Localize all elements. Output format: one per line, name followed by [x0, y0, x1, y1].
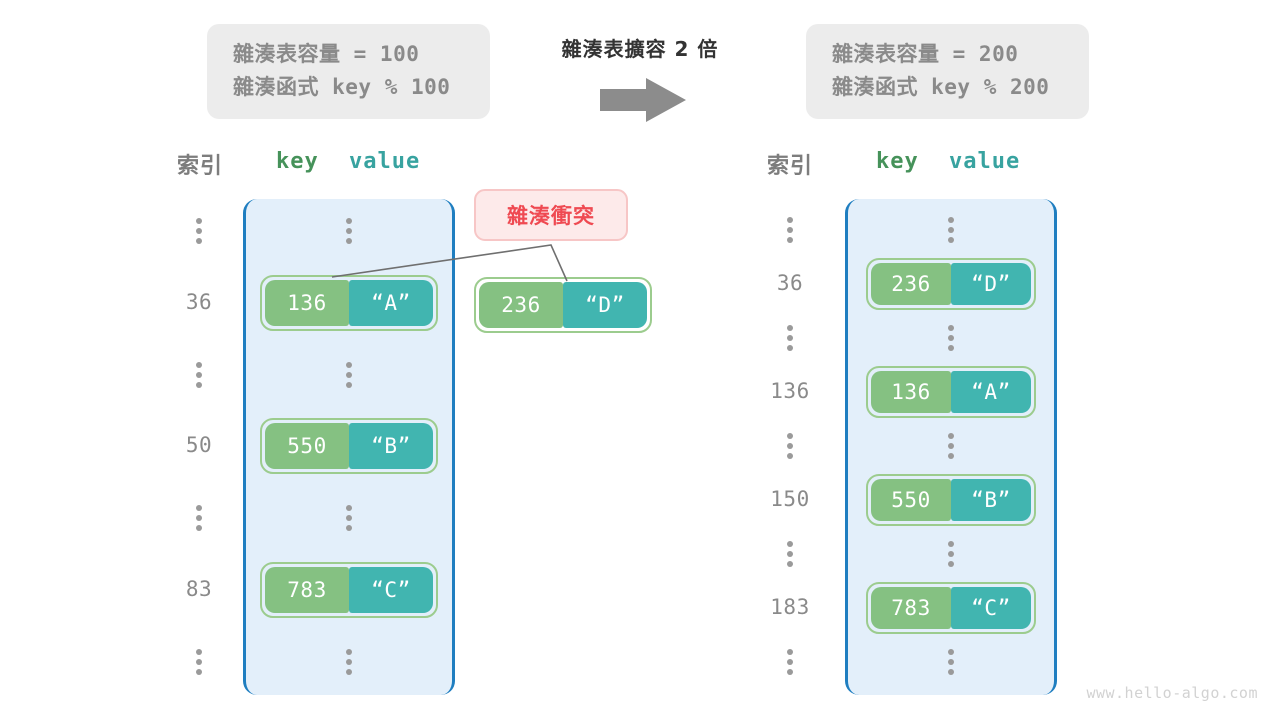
index-label: 136: [770, 379, 810, 403]
bucket-entry-value: “B”: [349, 423, 433, 470]
bucket-ellipsis: [948, 649, 954, 675]
index-ellipsis: [787, 649, 793, 675]
bucket-entry-key: 550: [871, 479, 951, 521]
index-label: 36: [185, 289, 213, 314]
bucket-entry-value: “C”: [349, 567, 433, 613]
index-label: 150: [770, 487, 810, 511]
index-ellipsis: [787, 325, 793, 351]
arrow-right-icon: [600, 78, 686, 122]
overflow-entry-value: “D”: [563, 282, 647, 328]
right-header-value: value: [949, 149, 1021, 174]
before-state-panel: 雜湊表容量 = 100 雜湊函式 key % 100: [207, 24, 490, 120]
before-hash-function-line: 雜湊函式 key % 100: [233, 74, 451, 99]
bucket-entry-pair: 783“C”: [866, 582, 1036, 634]
resize-caption: 雜湊表擴容 2 倍: [561, 37, 719, 61]
index-ellipsis: [196, 218, 202, 244]
left-header-index: 索引: [176, 154, 223, 179]
bucket-entry-pair: 236“D”: [866, 258, 1036, 310]
bucket-ellipsis: [346, 218, 352, 244]
bucket-ellipsis: [346, 361, 352, 388]
bucket-ellipsis: [948, 433, 954, 459]
overflow-entry-key: 236: [479, 282, 563, 328]
bucket-entry-key: 236: [871, 263, 951, 305]
after-hash-function-line: 雜湊函式 key % 200: [832, 74, 1050, 99]
bucket-ellipsis: [948, 541, 954, 567]
bucket-entry-pair: 783“C”: [260, 562, 438, 618]
left-header-key: key: [276, 149, 319, 174]
bucket-ellipsis: [346, 505, 352, 532]
bucket-entry-value: “A”: [951, 371, 1031, 413]
bucket-entry-pair: 550“B”: [866, 474, 1036, 526]
index-label: 36: [776, 271, 804, 295]
bucket-entry-key: 550: [265, 423, 349, 470]
after-state-panel: 雜湊表容量 = 200 雜湊函式 key % 200: [806, 24, 1089, 120]
index-ellipsis: [787, 433, 793, 459]
bucket-entry-key: 136: [871, 371, 951, 413]
overflow-entry-pair: 236 “D”: [474, 277, 652, 333]
watermark: www.hello-algo.com: [1086, 684, 1258, 702]
bucket-entry-value: “D”: [951, 263, 1031, 305]
bucket-entry-value: “C”: [951, 587, 1031, 629]
bucket-entry-value: “A”: [349, 279, 433, 326]
after-capacity-line: 雜湊表容量 = 200: [832, 42, 1019, 66]
index-label: 183: [770, 595, 810, 619]
index-ellipsis: [196, 648, 202, 675]
index-ellipsis: [787, 541, 793, 567]
bucket-entry-pair: 136“A”: [866, 366, 1036, 418]
index-ellipsis: [787, 217, 793, 243]
bucket-entry-key: 783: [871, 587, 951, 629]
bucket-entry-pair: 136“A”: [260, 274, 438, 331]
index-label: 50: [185, 433, 213, 458]
bucket-ellipsis: [346, 648, 352, 675]
hash-collision-badge: 雜湊衝突: [474, 189, 628, 241]
bucket-entry-key: 136: [265, 279, 349, 326]
bucket-entry-value: “B”: [951, 479, 1031, 521]
right-header-index: 索引: [766, 154, 813, 179]
index-ellipsis: [196, 361, 202, 388]
bucket-ellipsis: [948, 325, 954, 351]
left-header-value: value: [349, 149, 421, 174]
index-label: 83: [185, 577, 213, 601]
index-ellipsis: [196, 505, 202, 532]
bucket-ellipsis: [948, 217, 954, 243]
bucket-entry-pair: 550“B”: [260, 418, 438, 475]
right-header-key: key: [876, 149, 919, 174]
before-capacity-line: 雜湊表容量 = 100: [233, 42, 420, 66]
bucket-entry-key: 783: [265, 567, 349, 613]
